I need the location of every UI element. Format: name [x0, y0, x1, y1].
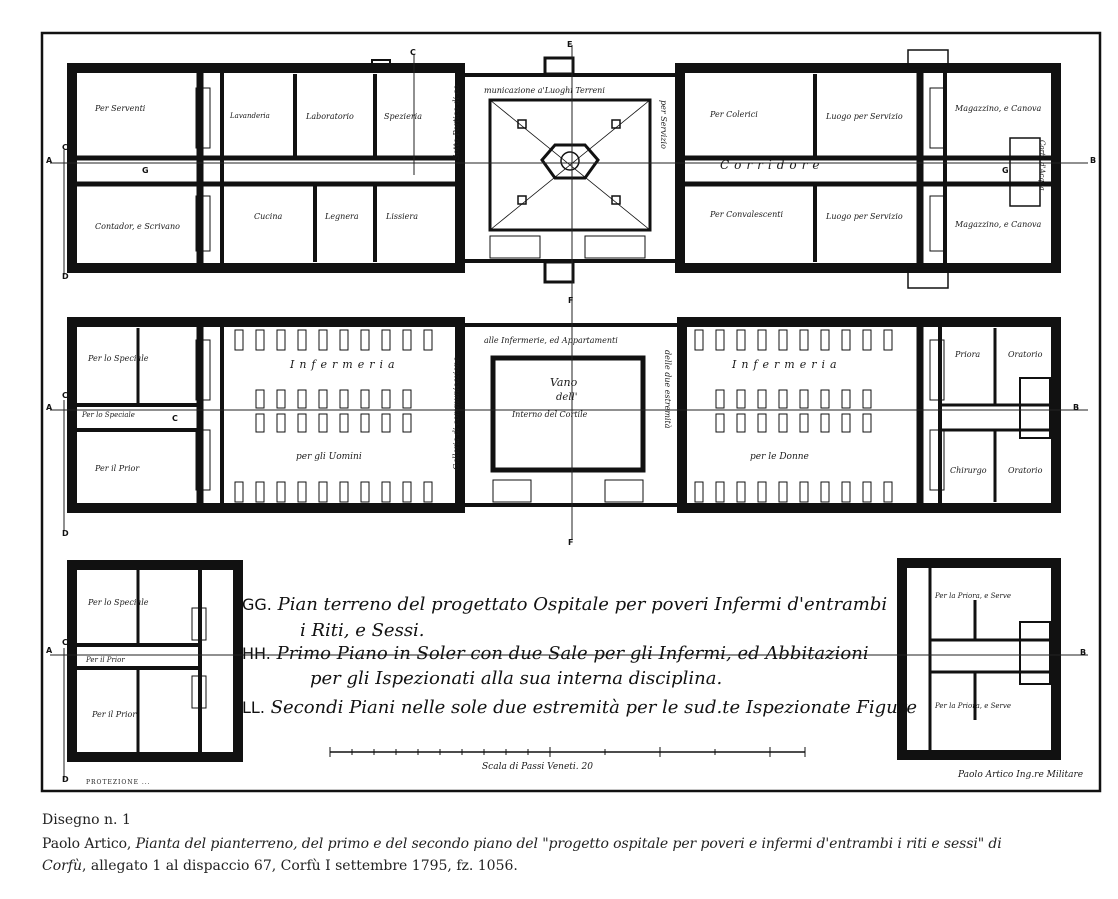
axis-mark: A: [46, 403, 53, 412]
caption-work-title: Pianta del pianterreno, del primo e del …: [135, 836, 1002, 852]
plate-frame: [40, 31, 1102, 793]
room-label: Per la Priora, e Serve: [935, 702, 1011, 710]
stamp-text: PROTEZIONE ...: [86, 779, 151, 786]
legend-key: HH.: [242, 644, 271, 663]
court-label: Interno del Cortile: [512, 410, 588, 419]
room-label: Per Convalescenti: [710, 210, 784, 219]
axis-mark: G: [142, 166, 149, 175]
room-label: Spezieria: [384, 112, 422, 121]
room-label: Oratorio: [1008, 466, 1043, 475]
axis-mark: A: [46, 646, 53, 655]
room-label: Per Serventi: [95, 104, 146, 113]
portico-label: Sotto Portico di co: [452, 85, 461, 160]
axis-mark: C: [62, 143, 68, 152]
section-lines: [50, 45, 1088, 780]
room-label: Legnera: [325, 212, 359, 221]
room-label: Per lo Speciale: [82, 411, 135, 419]
room-label: Contador, e Scrivano: [95, 222, 180, 231]
room-label: Per lo Speciale: [88, 354, 149, 363]
axis-mark: B: [1073, 403, 1080, 412]
room-label: Corte d'Acqua: [1038, 140, 1046, 191]
room-label: per gli Uomini: [296, 452, 362, 462]
room-label: Per il Prior: [95, 464, 140, 473]
beds-men: [234, 329, 433, 503]
axis-mark: C: [410, 48, 416, 57]
legend-text: per gli Ispezionati alla sua interna dis…: [310, 668, 723, 689]
room-label: Per lo Speciale: [88, 598, 149, 607]
scale-label: Scala di Passi Veneti. 20: [482, 762, 593, 772]
room-label: Magazzino, e Canova: [955, 220, 1042, 229]
caption-source: , allegato 1 al dispaccio 67, Corfù I se…: [82, 858, 518, 874]
axis-mark: F: [568, 296, 574, 305]
legend-entry-hh: HH. Primo Piano in Soler con due Sale pe…: [242, 643, 869, 664]
portico-label: municazione a'Luoghi Terreni: [484, 86, 605, 95]
caption-place: Corfù: [42, 858, 83, 874]
axis-mark: D: [62, 272, 69, 281]
legend-text: Secondi Piani nelle sole due estremità p…: [270, 697, 918, 718]
second-floor-plan: [67, 558, 1061, 762]
portico-label: per Servizio: [659, 100, 668, 149]
legend-text: i Riti, e Sessi.: [300, 620, 425, 641]
legend-key: GG.: [242, 595, 272, 614]
room-label: Per il Prior: [86, 656, 125, 664]
hall-label: Infermeria: [290, 358, 400, 371]
architectural-plan: Per Serventi Lavanderia Laboratorio Spez…: [40, 31, 1102, 793]
axis-mark: D: [62, 529, 69, 538]
room-label: Chirurgo: [950, 466, 987, 475]
axis-mark: A: [46, 156, 53, 165]
court-label: dell': [556, 392, 578, 403]
room-label: Oratorio: [1008, 350, 1043, 359]
ground-floor-plan: [67, 49, 1061, 289]
room-label: Per la Priora, e Serve: [935, 592, 1011, 600]
room-label: Cucina: [254, 212, 283, 221]
room-label: Priora: [955, 350, 981, 359]
gallery-label: Galleria di communicazione: [452, 357, 461, 470]
signature: Paolo Artico Ing.re Militare: [958, 770, 1084, 780]
legend-entry-gg: GG. Pian terreno del progettato Ospitale…: [242, 594, 887, 615]
caption-title: Disegno n. 1: [42, 812, 131, 828]
room-label: Per Colerici: [710, 110, 758, 119]
legend-text: Primo Piano in Soler con due Sale per gl…: [276, 643, 869, 664]
first-floor-plan: [67, 317, 1061, 513]
axis-mark: B: [1090, 156, 1097, 165]
room-label: Laboratorio: [306, 112, 354, 121]
room-label: Luogo per Servizio: [826, 212, 903, 221]
axis-mark: B: [1080, 648, 1087, 657]
corridor-label: Corridore: [720, 158, 825, 172]
caption-line-2: Paolo Artico, Pianta del pianterreno, de…: [42, 836, 1112, 852]
axis-mark: E: [567, 40, 573, 49]
room-label: Lissiera: [386, 212, 418, 221]
room-label: Lavanderia: [230, 112, 270, 120]
scale-bar: [329, 747, 806, 757]
axis-mark: C: [172, 414, 178, 423]
gallery-label: delle due estremità: [663, 350, 672, 429]
floor-plan-drawing: [40, 31, 1102, 793]
caption-line-3: Corfù, allegato 1 al dispaccio 67, Corfù…: [42, 858, 518, 874]
axis-mark: D: [62, 775, 69, 784]
room-label: per le Donne: [750, 452, 809, 462]
axis-mark: C: [62, 638, 68, 647]
room-label: Magazzino, e Canova: [955, 104, 1042, 113]
beds-women: [694, 329, 893, 503]
axis-mark: G: [1002, 166, 1009, 175]
room-label: Luogo per Servizio: [826, 112, 903, 121]
axis-mark: C: [62, 391, 68, 400]
hall-label: Infermeria: [732, 358, 842, 371]
court-label: Vano: [550, 376, 578, 389]
legend-text: Pian terreno del progettato Ospitale per…: [277, 594, 888, 615]
room-label: Per il Prior: [92, 710, 137, 719]
legend-entry-ll: LL. Secondi Piani nelle sole due estremi…: [242, 697, 917, 718]
axis-mark: F: [568, 538, 574, 547]
caption-author: Paolo Artico,: [42, 836, 136, 852]
legend-key: LL.: [242, 698, 265, 717]
gallery-label: alle Infermerie, ed Appartamenti: [484, 336, 618, 345]
